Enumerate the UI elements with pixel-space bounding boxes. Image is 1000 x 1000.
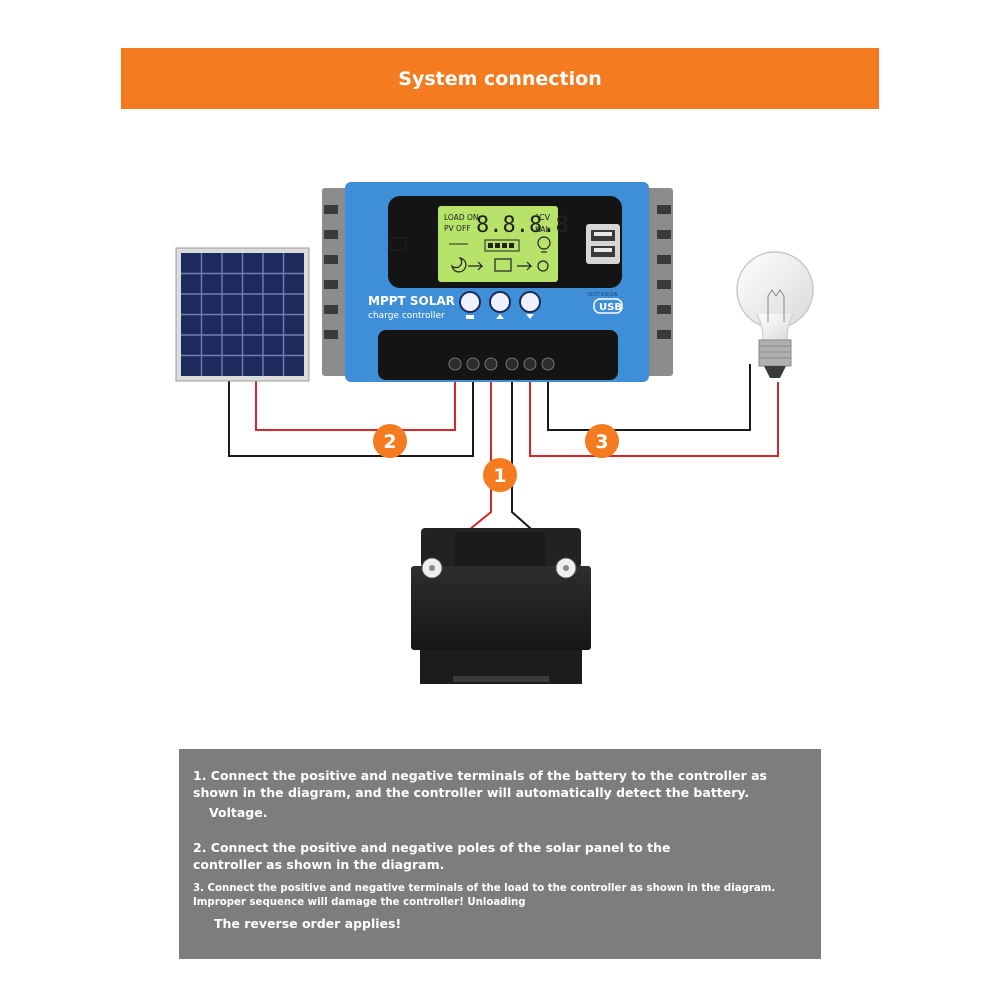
usb-spec: OUT:5V/2A	[588, 292, 618, 298]
instruction-step-1: 1. Connect the positive and negative ter…	[193, 768, 767, 800]
controller-buttons	[459, 291, 541, 319]
solar-black-wire	[228, 375, 474, 457]
lcd-battery-bars-icon	[484, 239, 520, 252]
lcd-unit-top: °CV	[535, 213, 551, 222]
charge-controller: LOAD ON PV OFF 8.8.8.8 °CV KAh	[322, 182, 673, 382]
light-bulb	[736, 251, 814, 378]
instruction-step-2: 2. Connect the positive and negative pol…	[193, 840, 671, 872]
brand-title: MPPT SOLAR	[368, 294, 455, 308]
instructions-panel: 1. Connect the positive and negative ter…	[179, 749, 821, 959]
battery	[411, 528, 591, 684]
terminal-screws	[448, 357, 555, 371]
header-banner: System connection	[121, 48, 879, 109]
lcd-flow-icons	[451, 257, 549, 273]
usb-logo-frame	[593, 298, 623, 314]
lcd-digits: 8.8.8.8	[476, 213, 569, 238]
load-red-wire	[529, 375, 779, 457]
lcd-solar-icon	[387, 237, 468, 251]
lcd-pv-label: PV OFF	[444, 224, 471, 233]
step-2-number: 2	[383, 431, 396, 453]
terminal-block	[378, 330, 618, 380]
brand-subtitle: charge controller	[368, 311, 445, 321]
step-badge-3: 3	[585, 424, 619, 458]
usb-logo: USB	[599, 302, 622, 313]
lcd-bulb-icon	[537, 236, 551, 253]
instruction-step-3: 3. Connect the positive and negative ter…	[193, 883, 776, 908]
usb-ports	[586, 224, 620, 264]
step-3-number: 3	[595, 431, 608, 453]
step-1-number: 1	[493, 465, 506, 487]
lcd-load-label: LOAD ON	[444, 213, 479, 222]
lcd-unit-bottom: KAh	[535, 225, 551, 234]
load-black-wire	[547, 364, 751, 431]
instruction-step-1-tail: Voltage.	[209, 805, 268, 820]
page-title: System connection	[398, 67, 602, 90]
solar-panel	[175, 247, 310, 382]
step-badge-1: 1	[483, 458, 517, 492]
solar-red-wire	[255, 375, 456, 431]
step-badge-2: 2	[373, 424, 407, 458]
instruction-step-3-tail: The reverse order applies!	[214, 916, 402, 931]
